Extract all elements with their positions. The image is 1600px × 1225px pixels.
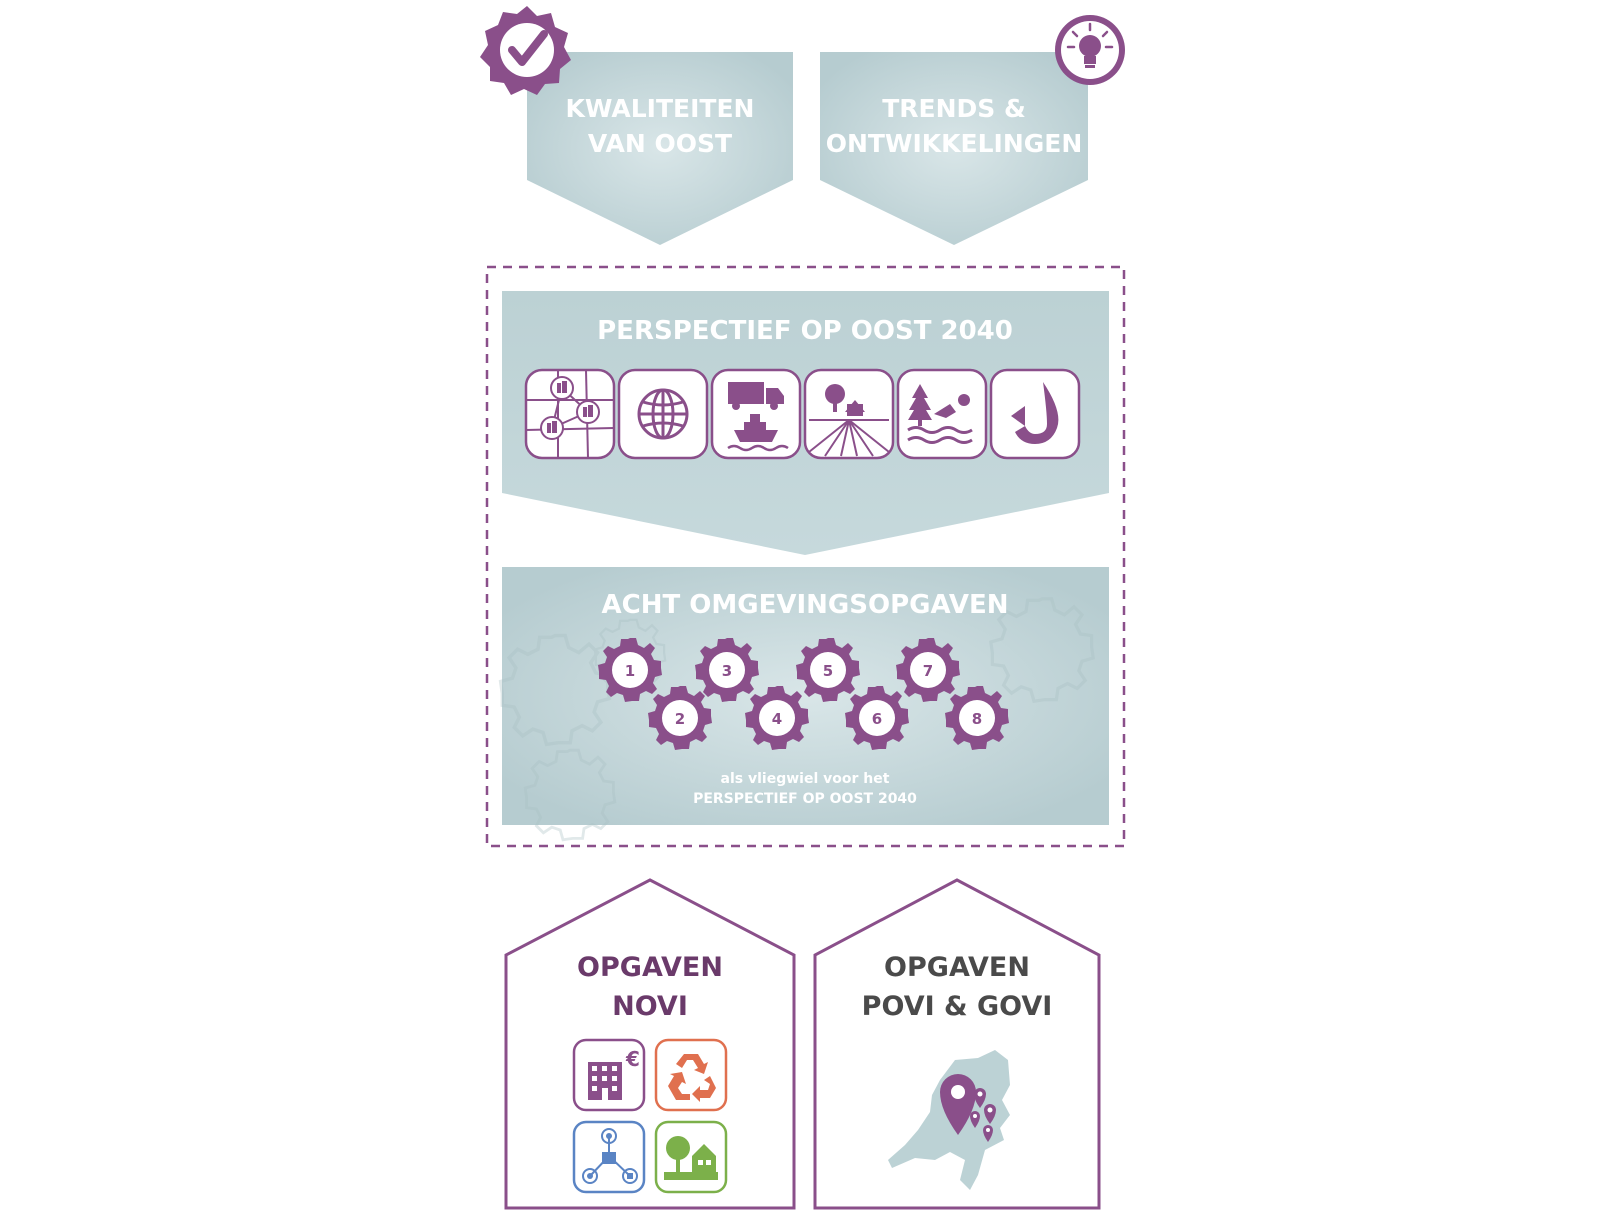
mobility-network-icon xyxy=(572,1120,646,1194)
opgaven-title: ACHT OMGEVINGSOPGAVEN xyxy=(602,590,1009,620)
gear-2: 2 xyxy=(648,686,712,750)
trends-line2: ONTWIKKELINGEN xyxy=(826,129,1083,158)
gear-2-label: 2 xyxy=(675,710,685,728)
gear-4-label: 4 xyxy=(772,710,782,728)
input-arrow-kwaliteiten: KWALITEITEN VAN OOST xyxy=(527,52,793,245)
checkmark-badge-icon xyxy=(480,6,571,95)
novi-line2: NOVI xyxy=(612,991,688,1022)
gear-1: 1 xyxy=(598,638,662,702)
network-cities-icon xyxy=(524,368,616,460)
kwaliteiten-line2: VAN OOST xyxy=(588,129,732,158)
povi-line2: POVI & GOVI xyxy=(862,991,1053,1022)
tree-house-icon xyxy=(654,1120,728,1194)
netherlands-map-pins-icon xyxy=(888,1050,1010,1190)
gear-5: 5 xyxy=(796,638,860,702)
farm-field-icon xyxy=(803,368,895,460)
povi-line1: OPGAVEN xyxy=(884,952,1030,983)
input-arrow-trends: TRENDS & ONTWIKKELINGEN xyxy=(820,52,1088,245)
gear-6: 6 xyxy=(845,686,909,750)
gear-3-label: 3 xyxy=(722,662,732,680)
opgaven-panel: ACHT OMGEVINGSOPGAVEN xyxy=(498,567,1109,842)
caption-line1: als vliegwiel voor het xyxy=(721,771,890,787)
gear-4: 4 xyxy=(745,686,809,750)
caption-line2: PERSPECTIEF OP OOST 2040 xyxy=(693,791,917,807)
globe-icon xyxy=(617,368,709,460)
perspectief-title: PERSPECTIEF OP OOST 2040 xyxy=(597,316,1013,346)
gear-5-label: 5 xyxy=(823,662,833,680)
gear-3: 3 xyxy=(695,638,759,702)
gear-8-label: 8 xyxy=(972,710,982,728)
recreation-swim-icon xyxy=(896,368,988,460)
novi-line1: OPGAVEN xyxy=(577,952,723,983)
lightbulb-icon xyxy=(1055,15,1125,85)
building-euro-icon: € xyxy=(572,1038,646,1112)
trends-line1: TRENDS & xyxy=(882,94,1026,123)
house-novi: OPGAVEN NOVI xyxy=(504,878,796,1210)
water-drop-icon xyxy=(989,368,1081,460)
gear-7: 7 xyxy=(896,638,960,702)
gear-6-label: 6 xyxy=(872,710,882,728)
recycle-icon xyxy=(654,1038,728,1112)
gear-8: 8 xyxy=(945,686,1009,750)
svg-text:€: € xyxy=(625,1047,640,1071)
gear-1-label: 1 xyxy=(625,662,635,680)
truck-ship-icon xyxy=(710,368,802,460)
kwaliteiten-line1: KWALITEITEN xyxy=(566,94,755,123)
house-povi-govi: OPGAVEN POVI & GOVI xyxy=(813,878,1101,1210)
gear-7-label: 7 xyxy=(923,662,933,680)
